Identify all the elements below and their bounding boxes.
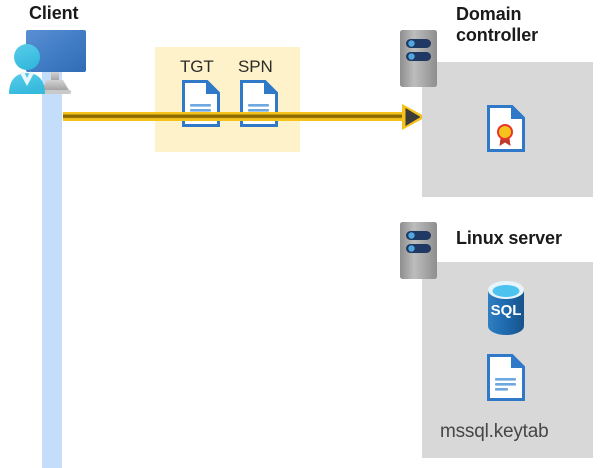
flow-arrow-line [63, 112, 411, 121]
keytab-document-icon [487, 354, 525, 401]
client-label: Client [29, 3, 79, 23]
tgt-label: TGT [180, 57, 214, 76]
server-rack-icon [400, 222, 437, 279]
token-highlight-box [155, 47, 300, 152]
sql-database-icon: SQL [484, 281, 528, 335]
client-lifeline [42, 72, 62, 468]
domain-controller-label: Domain controller [456, 4, 539, 45]
sql-icon-text: SQL [491, 302, 522, 319]
linux-server-label: Linux server [456, 228, 562, 248]
spn-label: SPN [238, 57, 273, 76]
server-rack-icon [400, 30, 437, 87]
user-monitor-icon [6, 26, 90, 98]
keytab-filename-label: mssql.keytab [440, 421, 549, 442]
certificate-document-icon [487, 105, 525, 152]
right-arrow-icon [402, 104, 426, 130]
